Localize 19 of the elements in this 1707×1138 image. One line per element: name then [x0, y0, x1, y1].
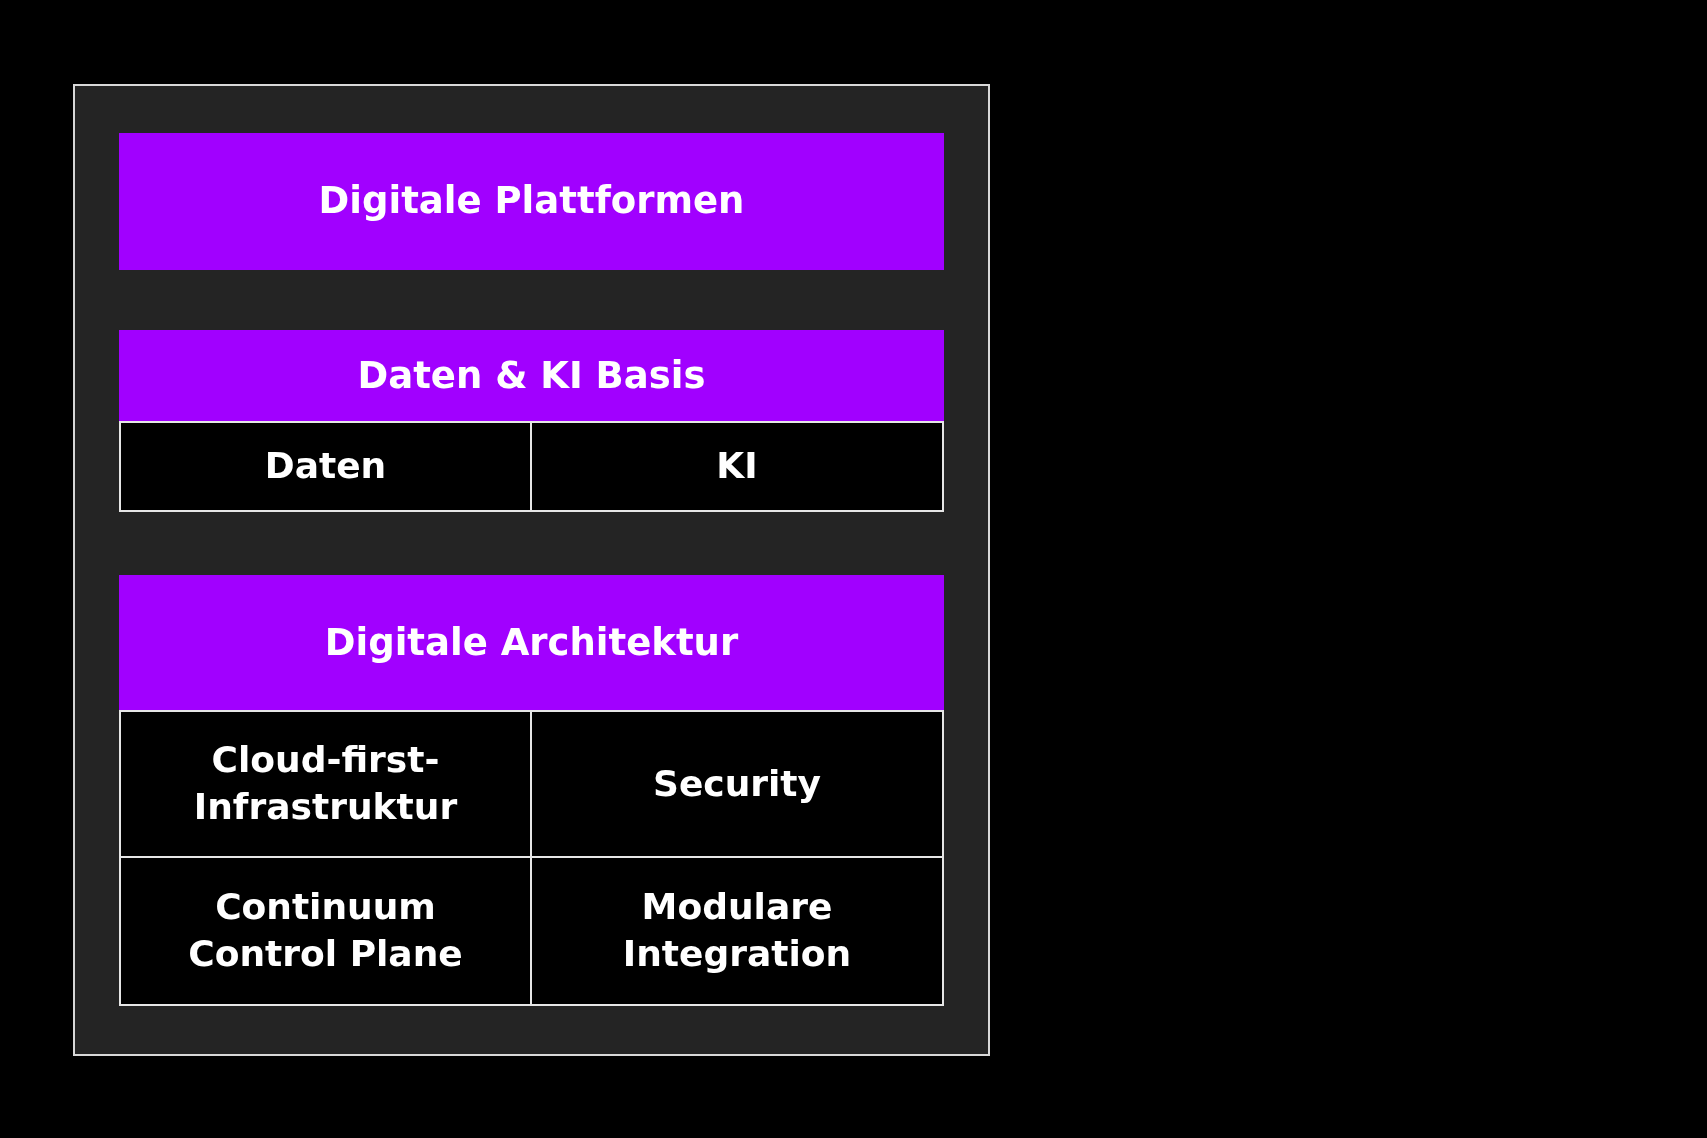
table-cell — [530, 421, 944, 512]
cell-label: Continuum Control Plane — [187, 885, 464, 976]
cell-label: Cloud-first-Infrastruktur — [192, 738, 459, 829]
table-cell — [119, 710, 532, 858]
cell-label: KI — [716, 444, 758, 489]
cell-label: Daten — [264, 444, 387, 489]
section-header-bar — [119, 133, 944, 270]
cell-label: Modulare Integration — [621, 885, 853, 976]
section-header-bar — [119, 330, 944, 423]
section-title: Digitale Plattformen — [318, 178, 745, 225]
table-cell — [530, 710, 944, 858]
section-title: Daten & KI Basis — [357, 353, 706, 400]
table-cell — [119, 421, 532, 512]
table-cell — [119, 856, 532, 1006]
table-cell — [530, 856, 944, 1006]
section-header-bar — [119, 575, 944, 712]
cell-label: Security — [652, 761, 822, 806]
panel-background — [73, 84, 990, 1056]
section-title: Digitale Architektur — [324, 620, 739, 667]
